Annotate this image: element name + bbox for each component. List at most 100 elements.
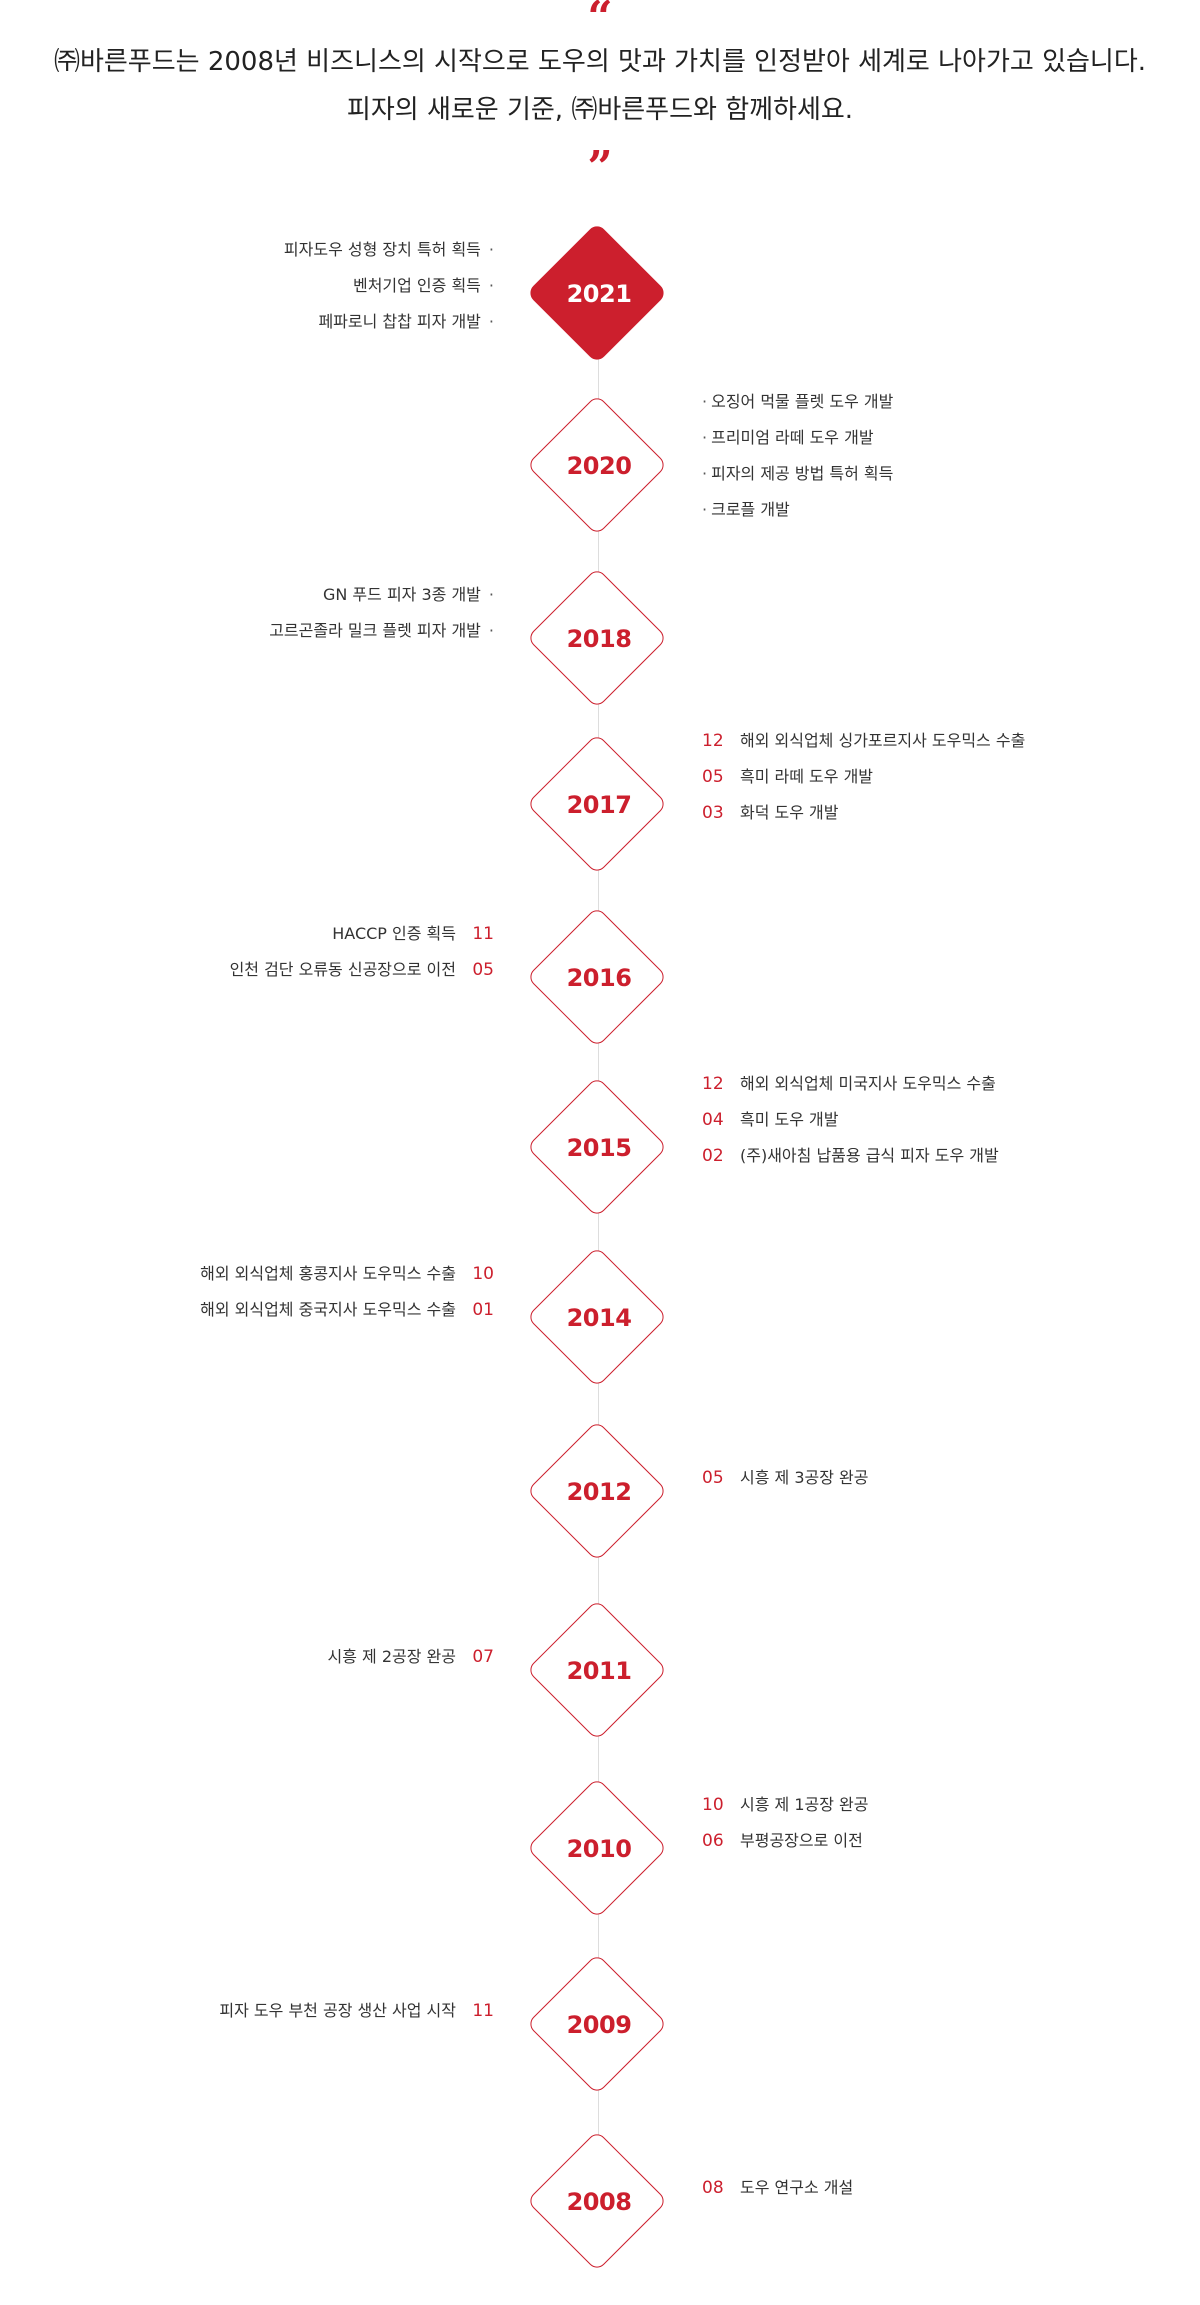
year-label: 2020 bbox=[566, 452, 632, 480]
event-list: 10 시흥 제 1공장 완공 06 부평공장으로 이전 bbox=[702, 1787, 1122, 1859]
event-text: 해외 외식업체 미국지사 도우믹스 수출 bbox=[740, 1074, 996, 1093]
event-list: 피자 도우 부천 공장 생산 사업 시작 11 bbox=[0, 1993, 494, 2029]
event-month: 04 bbox=[702, 1110, 724, 1130]
year-label: 2014 bbox=[566, 1304, 632, 1332]
event-item: ·크로플 개발 bbox=[702, 492, 1122, 528]
event-text: 해외 외식업체 중국지사 도우믹스 수출 bbox=[200, 1300, 456, 1319]
event-month: 05 bbox=[702, 767, 724, 787]
bullet-dot-icon: · bbox=[488, 276, 494, 295]
event-item: 해외 외식업체 홍콩지사 도우믹스 수출 10 bbox=[0, 1256, 494, 1292]
quote-open-icon: “ bbox=[587, 0, 613, 43]
event-text: 벤처기업 인증 획득 bbox=[352, 276, 481, 295]
event-month: 06 bbox=[702, 1831, 724, 1851]
event-month: 10 bbox=[702, 1795, 724, 1815]
event-text: 고르곤졸라 밀크 플렛 피자 개발 bbox=[269, 621, 481, 640]
event-item: 해외 외식업체 중국지사 도우믹스 수출 01 bbox=[0, 1292, 494, 1328]
event-item: 인천 검단 오류동 신공장으로 이전 05 bbox=[0, 952, 494, 988]
event-text: 화덕 도우 개발 bbox=[740, 803, 839, 822]
year-label: 2010 bbox=[566, 1835, 632, 1863]
event-list: 08 도우 연구소 개설 bbox=[702, 2170, 1122, 2206]
year-block-2010: 2010 10 시흥 제 1공장 완공 06 부평공장으로 이전 bbox=[0, 1777, 1200, 1921]
event-item: 04 흑미 도우 개발 bbox=[702, 1102, 1122, 1138]
bullet-dot-icon: · bbox=[702, 392, 708, 411]
event-list: 05 시흥 제 3공장 완공 bbox=[702, 1460, 1122, 1496]
year-label: 2016 bbox=[566, 964, 632, 992]
event-text: GN 푸드 피자 3종 개발 bbox=[322, 585, 481, 604]
event-item: 피자 도우 부천 공장 생산 사업 시작 11 bbox=[0, 1993, 494, 2029]
year-block-2009: 2009 피자 도우 부천 공장 생산 사업 시작 11 bbox=[0, 1953, 1200, 2097]
event-item: ·프리미엄 라떼 도우 개발 bbox=[702, 420, 1122, 456]
event-text: 흑미 라떼 도우 개발 bbox=[740, 767, 874, 786]
event-text: 오징어 먹물 플렛 도우 개발 bbox=[711, 392, 894, 411]
event-list: 12 해외 외식업체 미국지사 도우믹스 수출 04 흑미 도우 개발 02 (주)새아침… bbox=[702, 1066, 1122, 1174]
year-block-2008: 2008 08 도우 연구소 개설 bbox=[0, 2130, 1200, 2274]
quote-close-icon: ” bbox=[587, 142, 613, 193]
event-list: GN 푸드 피자 3종 개발 · 고르곤졸라 밀크 플렛 피자 개발· bbox=[0, 577, 494, 649]
event-text: 피자 도우 부천 공장 생산 사업 시작 bbox=[219, 2001, 456, 2020]
event-item: GN 푸드 피자 3종 개발 · bbox=[0, 577, 494, 613]
bullet-dot-icon: · bbox=[488, 240, 494, 259]
year-label: 2008 bbox=[566, 2188, 632, 2216]
event-month: 12 bbox=[702, 731, 724, 751]
bullet-dot-icon: · bbox=[488, 585, 494, 604]
event-item: 05 흑미 라떼 도우 개발 bbox=[702, 759, 1122, 795]
event-list: ·오징어 먹물 플렛 도우 개발·프리미엄 라떼 도우 개발·피자의 제공 방법… bbox=[702, 384, 1122, 528]
event-text: 피자의 제공 방법 특허 획득 bbox=[711, 464, 894, 483]
event-text: 도우 연구소 개설 bbox=[740, 2178, 854, 2197]
event-text: 흑미 도우 개발 bbox=[740, 1110, 839, 1129]
event-text: 피자도우 성형 장치 특허 획득 bbox=[283, 240, 481, 259]
event-month: 12 bbox=[702, 1074, 724, 1094]
event-month: 02 bbox=[702, 1146, 724, 1166]
event-item: 03 화덕 도우 개발 bbox=[702, 795, 1122, 831]
intro-text-line-1: ㈜바른푸드는 2008년 비즈니스의 시작으로 도우의 맛과 가치를 인정받아 … bbox=[53, 47, 1147, 77]
year-label: 2018 bbox=[566, 625, 632, 653]
event-month: 05 bbox=[702, 1468, 724, 1488]
event-item: 06 부평공장으로 이전 bbox=[702, 1823, 1122, 1859]
event-text: 부평공장으로 이전 bbox=[740, 1831, 863, 1850]
event-text: 해외 외식업체 홍콩지사 도우믹스 수출 bbox=[200, 1264, 456, 1283]
event-text: 시흥 제 1공장 완공 bbox=[740, 1795, 869, 1814]
event-item: 벤처기업 인증 획득 · bbox=[0, 268, 494, 304]
year-label: 2021 bbox=[566, 280, 632, 308]
event-text: (주)새아침 납품용 급식 피자 도우 개발 bbox=[740, 1146, 999, 1165]
event-item: 02 (주)새아침 납품용 급식 피자 도우 개발 bbox=[702, 1138, 1122, 1174]
event-text: 페파로니 찹찹 피자 개발 bbox=[318, 312, 481, 331]
event-text: 시흥 제 3공장 완공 bbox=[740, 1468, 869, 1487]
year-block-2014: 2014 해외 외식업체 홍콩지사 도우믹스 수출 10 해외 외식업체 중국지사 도… bbox=[0, 1246, 1200, 1390]
event-month: 10 bbox=[472, 1264, 494, 1284]
event-item: ·피자의 제공 방법 특허 획득 bbox=[702, 456, 1122, 492]
event-item: 12 해외 외식업체 미국지사 도우믹스 수출 bbox=[702, 1066, 1122, 1102]
event-item: 05 시흥 제 3공장 완공 bbox=[702, 1460, 1122, 1496]
event-month: 08 bbox=[702, 2178, 724, 2198]
year-block-2021: 2021 피자도우 성형 장치 특허 획득 · 벤처기업 인증 획득 · 페파로니 찹찹 … bbox=[0, 222, 1200, 366]
bullet-dot-icon: · bbox=[702, 464, 708, 483]
event-item: 08 도우 연구소 개설 bbox=[702, 2170, 1122, 2206]
event-month: 11 bbox=[472, 924, 494, 944]
event-item: 페파로니 찹찹 피자 개발· bbox=[0, 304, 494, 340]
event-month: 11 bbox=[472, 2001, 494, 2021]
year-label: 2017 bbox=[566, 791, 632, 819]
event-month: 03 bbox=[702, 803, 724, 823]
event-list: 해외 외식업체 홍콩지사 도우믹스 수출 10 해외 외식업체 중국지사 도우믹스 … bbox=[0, 1256, 494, 1328]
year-label: 2009 bbox=[566, 2011, 632, 2039]
event-list: 시흥 제 2공장 완공 07 bbox=[0, 1639, 494, 1675]
event-item: 고르곤졸라 밀크 플렛 피자 개발· bbox=[0, 613, 494, 649]
event-month: 05 bbox=[472, 960, 494, 980]
event-month: 01 bbox=[472, 1300, 494, 1320]
event-item: 10 시흥 제 1공장 완공 bbox=[702, 1787, 1122, 1823]
event-text: 인천 검단 오류동 신공장으로 이전 bbox=[229, 960, 456, 979]
event-month: 07 bbox=[472, 1647, 494, 1667]
event-text: 시흥 제 2공장 완공 bbox=[327, 1647, 456, 1666]
year-label: 2011 bbox=[566, 1657, 632, 1685]
year-block-2018: 2018 GN 푸드 피자 3종 개발 · 고르곤졸라 밀크 플렛 피자 개발· bbox=[0, 567, 1200, 711]
bullet-dot-icon: · bbox=[702, 428, 708, 447]
year-block-2011: 2011 시흥 제 2공장 완공 07 bbox=[0, 1599, 1200, 1743]
